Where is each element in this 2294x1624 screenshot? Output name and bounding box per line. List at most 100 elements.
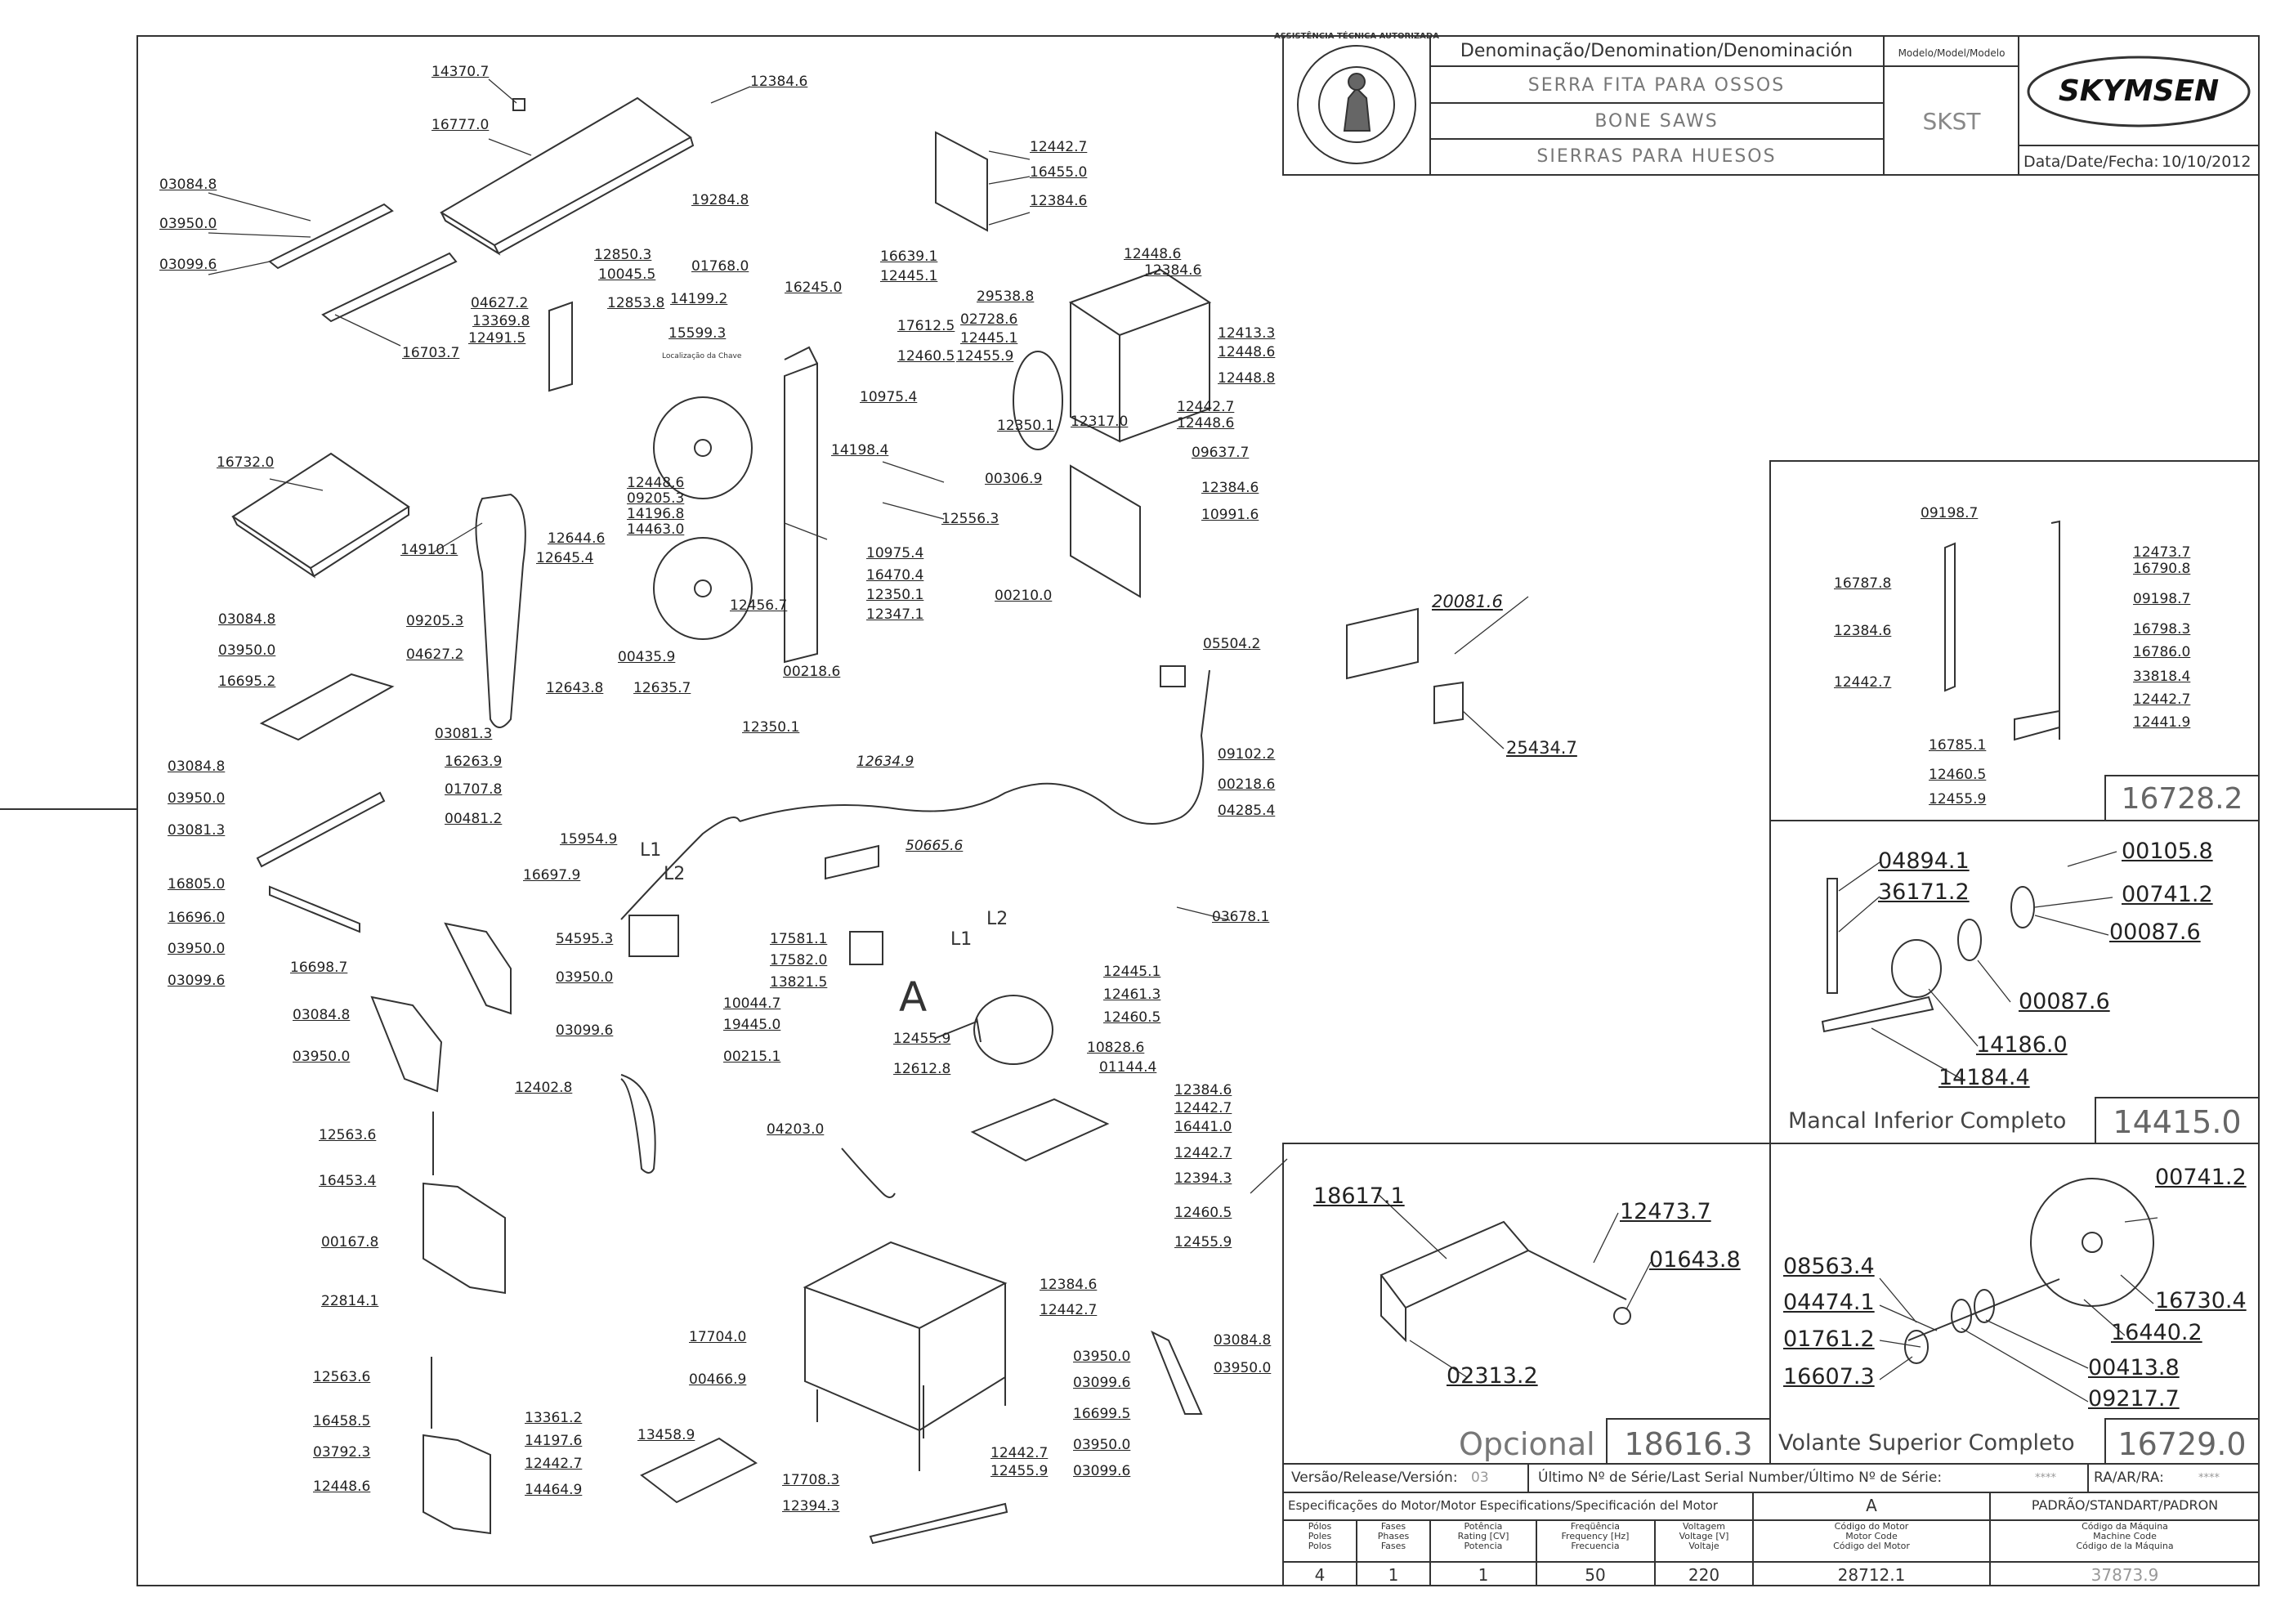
part-label: 10045.5 (598, 266, 656, 283)
part-label: 03678.1 (1212, 909, 1270, 925)
marker-l1: L1 (640, 840, 662, 861)
part-label: 12442.7 (1174, 1100, 1232, 1116)
part-label: 15599.3 (669, 325, 727, 342)
part-label: 00413.8 (2088, 1355, 2180, 1380)
title-block-frame (1282, 35, 2260, 176)
part-label: 16639.1 (880, 248, 938, 265)
part-label: 09198.7 (2133, 591, 2191, 607)
denomination-header: Denominação/Denomination/Denominación (1460, 41, 1854, 61)
part-label: 00481.2 (445, 811, 503, 827)
part-label: 16607.3 (1783, 1364, 1875, 1389)
part-label: 05504.2 (1203, 636, 1261, 652)
model-header: Modelo/Model/Modelo (1898, 47, 2006, 59)
header-rating: Potência Rating [CV] Potencia (1457, 1521, 1509, 1552)
panel-mancal (1769, 820, 2260, 1144)
part-label: 16453.4 (319, 1173, 377, 1189)
value-voltage: 220 (1688, 1565, 1720, 1585)
marker-l2: L2 (664, 864, 686, 884)
part-label: 16730.4 (2155, 1288, 2247, 1313)
header-motor-code: Código do Motor Motor Code Código del Mo… (1833, 1521, 1910, 1552)
part-label: 12350.1 (997, 418, 1055, 434)
part-label: 09102.2 (1218, 746, 1276, 763)
marker-l1: L1 (950, 929, 973, 950)
part-label: 12853.8 (607, 295, 665, 311)
part-label: 03099.6 (168, 973, 226, 989)
part-label: 12461.3 (1103, 986, 1161, 1003)
part-label: 12460.5 (1929, 767, 1987, 783)
ra-value: **** (2198, 1472, 2220, 1484)
part-label: 16787.8 (1834, 575, 1892, 592)
part-label: 12442.7 (2133, 691, 2191, 708)
part-label: 12445.1 (1103, 964, 1161, 980)
part-label: 15954.9 (560, 831, 618, 848)
date-label: Data/Date/Fecha: (2023, 153, 2159, 171)
part-label: 03084.8 (293, 1007, 351, 1023)
part-label: 12455.9 (1929, 791, 1987, 808)
part-label: 14197.6 (525, 1433, 583, 1449)
part-name-es: SIERRAS PARA HUESOS (1536, 146, 1777, 167)
part-label: 12394.3 (782, 1498, 840, 1514)
part-label: 20081.6 (1432, 592, 1503, 611)
part-label: 14463.0 (627, 521, 685, 538)
value-machine-code: 37873.9 (2091, 1565, 2159, 1585)
part-label: 12384.6 (1030, 193, 1088, 209)
part-label: 12445.1 (960, 330, 1018, 347)
shaft-guide-code: 16728.2 (2121, 782, 2243, 816)
part-label: 14186.0 (1976, 1032, 2068, 1058)
part-label: 03950.0 (1073, 1349, 1131, 1365)
part-label: 16695.2 (218, 673, 276, 690)
part-label: 12384.6 (1201, 480, 1259, 496)
value-frequency: 50 (1585, 1565, 1606, 1585)
part-label: 00218.6 (783, 664, 841, 680)
switch-location-note: Localização da Chave (662, 352, 742, 360)
part-label: 12442.7 (990, 1445, 1049, 1461)
part-label: 03084.8 (168, 758, 226, 775)
part-label: 00741.2 (2122, 882, 2213, 907)
part-label: 04627.2 (406, 646, 464, 663)
header-voltage: Voltagem Voltage [V] Voltaje (1679, 1521, 1729, 1552)
part-label: 12394.3 (1174, 1170, 1232, 1187)
part-label: 12473.7 (1620, 1199, 1711, 1224)
part-label: 12347.1 (866, 606, 924, 623)
part-label: 12448.6 (1218, 344, 1276, 360)
part-label: 16470.4 (866, 567, 924, 584)
date-value: 10/10/2012 (2162, 153, 2252, 171)
part-label: 13821.5 (770, 974, 828, 991)
part-label: 16786.0 (2133, 644, 2191, 660)
part-label: 12445.1 (880, 268, 938, 284)
part-label: 14196.8 (627, 506, 685, 522)
part-label: 03084.8 (218, 611, 276, 628)
authorized-service-seal (1297, 45, 1416, 164)
part-label: 09637.7 (1192, 445, 1250, 461)
part-label: 01643.8 (1649, 1247, 1741, 1273)
model-code: SKST (1922, 108, 1981, 135)
brand-logo-text: SKYMSEN (2058, 74, 2220, 108)
part-label: 12317.0 (1071, 414, 1129, 430)
part-label: 09205.3 (627, 490, 685, 507)
part-label: 17612.5 (897, 318, 955, 334)
part-label: 12455.9 (956, 348, 1014, 365)
part-label: 03950.0 (168, 941, 226, 957)
part-label: 36171.2 (1878, 879, 1970, 905)
version-label: Versão/Release/Versión: (1291, 1470, 1458, 1486)
part-label: 09205.3 (406, 613, 464, 629)
part-label: 12384.6 (1040, 1277, 1098, 1293)
part-label: 16245.0 (785, 280, 843, 296)
part-label: 03950.0 (1073, 1437, 1131, 1453)
part-label: 00210.0 (995, 588, 1053, 604)
part-label: 14370.7 (432, 64, 490, 80)
part-label: 03950.0 (293, 1049, 351, 1065)
motor-spec-label: Especificações do Motor/Motor Especifica… (1288, 1498, 1718, 1513)
serial-value: **** (2035, 1472, 2056, 1484)
mancal-label: Mancal Inferior Completo (1788, 1108, 2067, 1134)
part-label: 01707.8 (445, 781, 503, 798)
part-label: 12850.3 (594, 247, 652, 263)
part-label: 00466.9 (689, 1371, 747, 1388)
part-label: 12402.8 (515, 1080, 573, 1096)
part-label: 12460.5 (1103, 1009, 1161, 1026)
part-label: 10975.4 (866, 545, 924, 561)
part-label: 10975.4 (860, 389, 918, 405)
header-poles: Pólos Poles Polos (1308, 1521, 1332, 1552)
part-label: 12442.7 (1040, 1302, 1098, 1318)
